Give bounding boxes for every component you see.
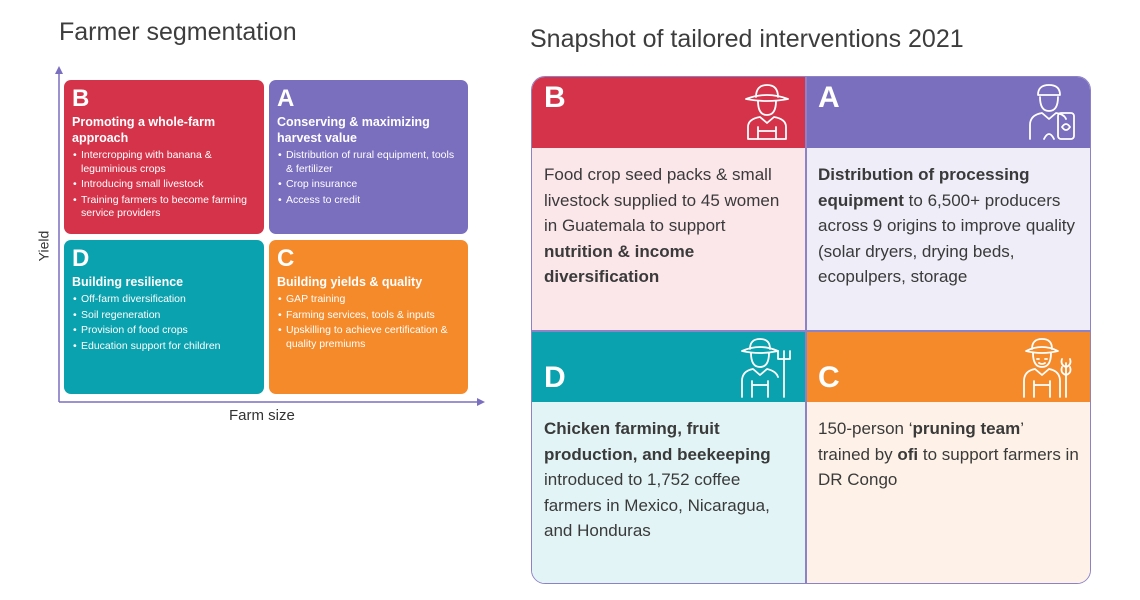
list-item: Crop insurance (277, 178, 460, 192)
matrix-axes (55, 66, 485, 406)
segment-list: Off-farm diversification Soil regenerati… (72, 293, 256, 353)
body-emphasis: Distribution of processing equipment (818, 165, 1030, 210)
segment-heading: Conserving & maximizing harvest value (277, 115, 430, 145)
grid-horizontal-divider (532, 330, 1090, 332)
body-emphasis: Chicken farming, fruit production, and b… (544, 419, 771, 464)
segment-list: Intercropping with banana & leguminious … (72, 149, 256, 221)
interventions-grid: B A Food crop seed packs & small lives (531, 76, 1091, 584)
list-item: Provision of food crops (72, 324, 256, 338)
cell-letter: D (544, 361, 566, 394)
segment-c: C Building yields & quality GAP training… (269, 240, 468, 394)
cell-c-header: C (806, 331, 1090, 402)
x-axis-arrow (477, 398, 485, 406)
body-text: 150-person ‘ (818, 419, 913, 438)
list-item: Off-farm diversification (72, 293, 256, 307)
body-text: ’ trained by (818, 419, 1024, 464)
list-item: Access to credit (277, 194, 460, 208)
body-text: to support farmers in DR Congo (818, 444, 1079, 490)
x-axis-label: Farm size (229, 407, 295, 424)
body-emphasis: nutrition & income diversification (544, 241, 695, 287)
cell-a-body: Distribution of processing equipment to … (806, 148, 1090, 330)
cell-b-body: Food crop seed packs & small livestock s… (532, 148, 805, 330)
list-item: Upskilling to achieve certification & qu… (277, 324, 460, 351)
list-item: Soil regeneration (72, 309, 256, 323)
cell-d-header: D (532, 331, 805, 402)
cell-a-header: A (806, 77, 1090, 148)
segment-letter: B (72, 85, 90, 112)
segment-letter: C (277, 245, 295, 272)
cell-letter: B (544, 81, 566, 114)
list-item: Intercropping with banana & leguminious … (72, 149, 256, 176)
list-item: Introducing small livestock (72, 178, 256, 192)
list-item: Farming services, tools & inputs (277, 309, 460, 323)
list-item: GAP training (277, 293, 460, 307)
farmer-wheat-icon (1023, 338, 1072, 398)
segment-heading: Building yields & quality (277, 275, 423, 289)
farmer-phone-icon (1029, 84, 1075, 140)
brand-name: ofi (897, 444, 919, 464)
segment-heading: Building resilience (72, 275, 184, 289)
list-item: Distribution of rural equipment, tools &… (277, 149, 460, 176)
segment-letter: D (72, 245, 90, 272)
body-text: introduced to 1,752 coffee farmers in Me… (544, 470, 770, 540)
farmer-hat-icon (745, 84, 789, 140)
segment-a: A Conserving & maximizing harvest value … (269, 80, 468, 234)
y-axis-arrow (55, 66, 63, 74)
segment-list: Distribution of rural equipment, tools &… (277, 149, 460, 207)
body-emphasis: pruning team (912, 419, 1021, 438)
segment-heading: Promoting a whole-farm approach (72, 115, 216, 145)
body-text: Food crop seed packs & small livestock s… (544, 165, 780, 235)
segment-letter: A (277, 85, 295, 112)
body-text: to 6,500+ producers across 9 origins to … (818, 190, 1076, 287)
cell-letter: A (818, 81, 840, 114)
list-item: Education support for children (72, 340, 256, 354)
cell-b-header: B (532, 77, 805, 148)
interventions-title: Snapshot of tailored interventions 2021 (530, 25, 964, 53)
segment-b: B Promoting a whole-farm approach Interc… (64, 80, 264, 234)
cell-c-body: 150-person ‘pruning team’ trained by ofi… (806, 402, 1090, 583)
segment-d: D Building resilience Off-farm diversifi… (64, 240, 264, 394)
farmer-pitchfork-icon (741, 338, 791, 398)
list-item: Training farmers to become farming servi… (72, 194, 256, 221)
cell-letter: C (818, 361, 840, 394)
cell-d-body: Chicken farming, fruit production, and b… (532, 402, 805, 583)
segment-list: GAP training Farming services, tools & i… (277, 293, 460, 351)
y-axis-label: Yield (35, 230, 52, 262)
segmentation-title: Farmer segmentation (59, 18, 297, 46)
